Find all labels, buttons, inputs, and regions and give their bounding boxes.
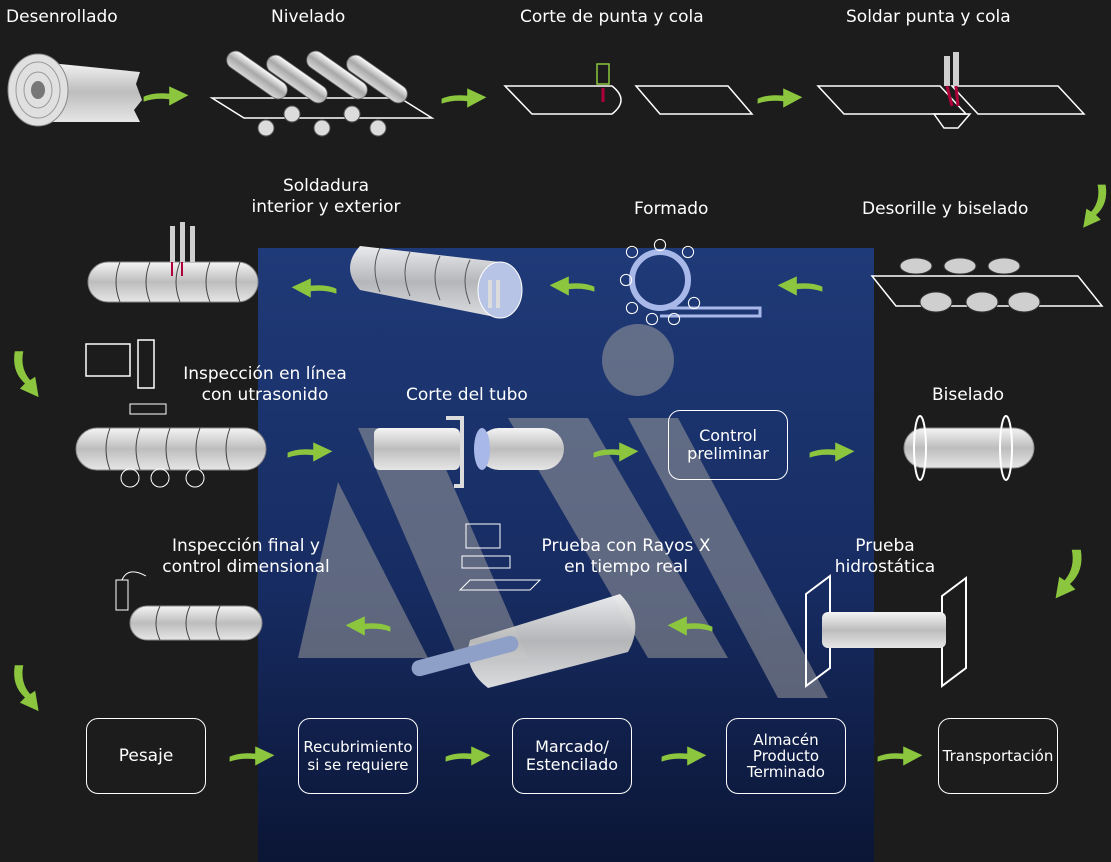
arrow-left-1 — [291, 278, 337, 298]
label-corte-punta-cola: Corte de punta y cola — [520, 7, 704, 27]
pipe-cut-illustration — [374, 416, 564, 488]
forming-pipe-illustration — [350, 246, 523, 319]
arrow-curve-down-3 — [1055, 549, 1082, 599]
label-almacen-line1: Almacén — [753, 731, 819, 749]
arrow-right-8 — [445, 746, 491, 766]
arrow-curve-down-2 — [14, 351, 39, 398]
label-hidrostatica: Prueba hidrostática — [830, 536, 940, 578]
arrow-right-5 — [593, 442, 639, 462]
ultrasonic-inspection-illustration — [75, 339, 267, 488]
box-control-preliminar: Control preliminar — [668, 410, 788, 480]
label-recubrimiento-line2: si se requiere — [307, 756, 409, 774]
arrow-left-3 — [777, 276, 823, 296]
forming-rollers-illustration — [619, 238, 762, 326]
final-inspection-illustration — [115, 571, 263, 641]
label-inspeccion-final: Inspección final y control dimensional — [146, 536, 346, 578]
label-marcado-line1: Marcado/ — [535, 737, 609, 756]
arrow-right-1 — [143, 86, 189, 106]
label-formado: Formado — [634, 199, 709, 219]
label-hidro-line1: Prueba — [855, 536, 915, 556]
label-soldadura-line2: interior y exterior — [251, 197, 401, 217]
edge-trim-illustration — [870, 257, 1104, 313]
welding-ends-illustration — [816, 52, 1086, 129]
label-transportacion: Transportación — [942, 747, 1054, 765]
arrow-right-9 — [661, 746, 707, 766]
label-rayos-x: Prueba con Rayos X en tiempo real — [526, 536, 726, 578]
label-corte-tubo: Corte del tubo — [406, 385, 528, 405]
bevel-illustration — [903, 415, 1035, 481]
arrow-left-5 — [667, 616, 713, 636]
logo-watermark — [298, 324, 828, 698]
arrow-right-6 — [809, 442, 855, 462]
label-soldar-punta-cola: Soldar punta y cola — [846, 7, 1011, 27]
box-pesaje: Pesaje — [86, 718, 206, 794]
label-desorille: Desorille y biselado — [862, 199, 1029, 219]
label-inspeccion-line2: con utrasonido — [201, 385, 329, 405]
label-inspeccion-line1: Inspección en línea — [183, 364, 347, 384]
label-pesaje: Pesaje — [118, 746, 174, 766]
label-almacen-line2: Producto — [752, 747, 820, 765]
cut-ends-illustration — [503, 63, 754, 115]
arrow-right-7 — [229, 746, 275, 766]
label-desenrollado: Desenrollado — [6, 7, 118, 27]
arrow-left-2 — [549, 276, 595, 296]
label-soldadura: Soldadura interior y exterior — [226, 176, 426, 218]
label-marcado-line2: Estencilado — [525, 755, 619, 774]
label-nivelado: Nivelado — [271, 7, 346, 27]
arrow-right-3 — [757, 88, 803, 108]
coil-illustration — [7, 53, 142, 127]
arrow-left-4 — [345, 616, 391, 636]
box-almacen: Almacén Producto Terminado — [726, 718, 846, 794]
label-inspeccion-linea: Inspección en línea con utrasonido — [170, 364, 360, 406]
box-transportacion: Transportación — [938, 718, 1058, 794]
label-control-line2: preliminar — [687, 444, 769, 463]
label-recubrimiento-line1: Recubrimiento — [303, 738, 413, 756]
arrow-right-4 — [287, 442, 333, 462]
welded-pipe-illustration — [87, 222, 259, 303]
box-marcado: Marcado/ Estencilado — [512, 718, 632, 794]
label-rayos-line2: en tiempo real — [564, 557, 688, 577]
label-control-line1: Control — [699, 426, 757, 445]
arrow-curve-down-4 — [14, 665, 39, 712]
hydrostatic-illustration — [805, 574, 967, 688]
label-hidro-line2: hidrostática — [834, 557, 936, 577]
arrow-right-10 — [877, 746, 923, 766]
label-final-line2: control dimensional — [162, 557, 330, 577]
arrow-curve-down-1 — [1083, 184, 1107, 228]
box-recubrimiento: Recubrimiento si se requiere — [298, 718, 418, 794]
label-biselado: Biselado — [932, 385, 1005, 405]
label-final-line1: Inspección final y — [172, 536, 320, 556]
xray-illustration — [411, 523, 636, 688]
label-rayos-line1: Prueba con Rayos X — [541, 536, 711, 556]
label-almacen-line3: Terminado — [747, 763, 825, 781]
leveling-rollers-illustration — [209, 50, 435, 137]
arrow-right-2 — [441, 88, 487, 108]
label-soldadura-line1: Soldadura — [282, 176, 370, 196]
